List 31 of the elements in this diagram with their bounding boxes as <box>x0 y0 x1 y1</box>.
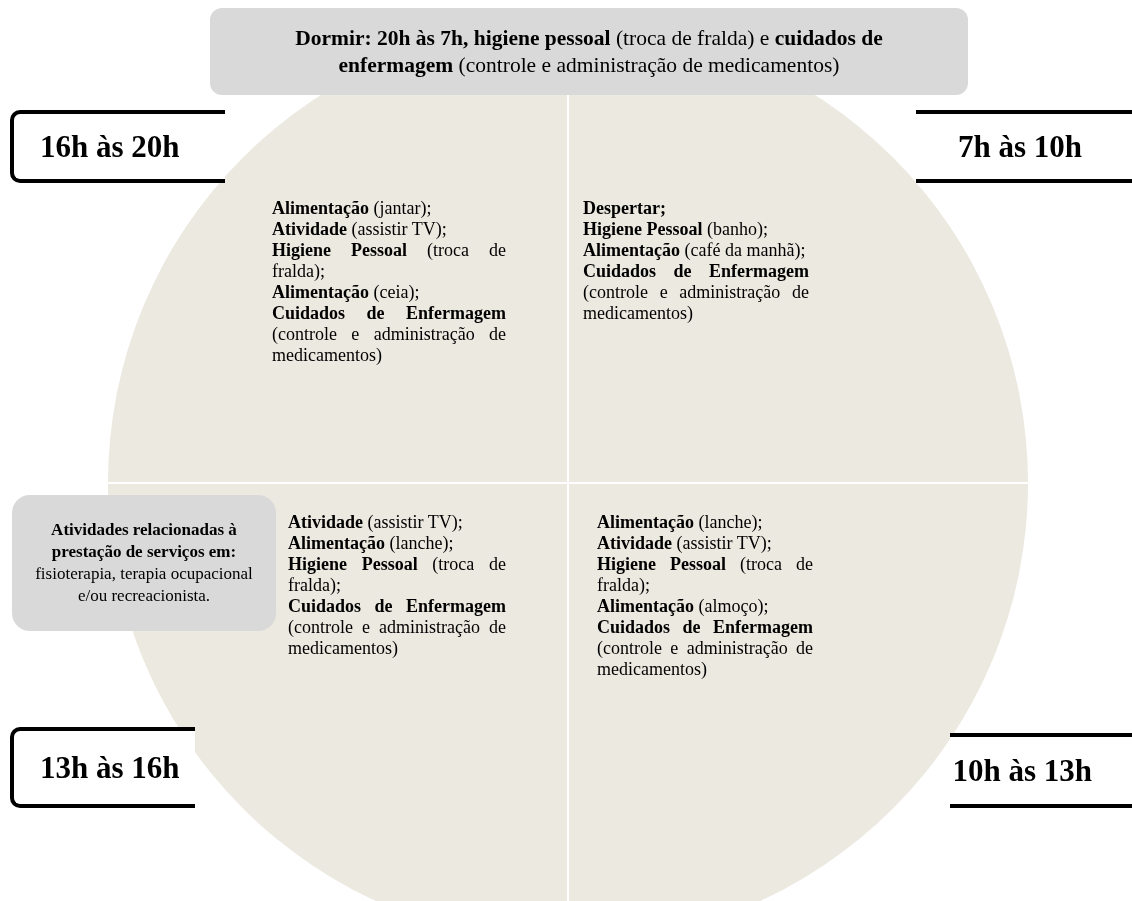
box-text: fisioterapia, terapia ocupacional e/ou recreacionista. <box>34 563 254 607</box>
schedule-item: Cuidados de Enfermagem (controle e administração de medicamentos) <box>597 617 813 680</box>
time-label: 7h às 10h <box>957 128 1082 165</box>
schedule-item: Cuidados de Enfermagem (controle e administração de medicamentos) <box>583 261 809 324</box>
info-box <box>210 8 968 95</box>
time-label: 16h às 20h <box>40 128 180 165</box>
schedule-item: Alimentação (almoço); <box>597 596 770 617</box>
time-band <box>10 110 225 183</box>
time-label: 13h às 16h <box>40 749 180 786</box>
schedule-item: Alimentação (lanche); <box>288 533 455 554</box>
schedule-item: Higiene Pessoal (banho); <box>583 219 769 240</box>
schedule-item: Higiene Pessoal (troca de fralda); <box>272 240 506 282</box>
schedule-item: Atividade (assistir TV); <box>288 512 464 533</box>
schedule-item: Cuidados de Enfermagem (controle e administração de medicamentos) <box>288 596 506 659</box>
schedule-item: Alimentação (ceia); <box>272 282 421 303</box>
schedule-item: Cuidados de Enfermagem (controle e administração de medicamentos) <box>272 303 506 366</box>
time-band <box>950 733 1132 808</box>
info-box <box>12 495 276 631</box>
schedule-item: Atividade (assistir TV); <box>597 533 773 554</box>
schedule-item: Higiene Pessoal (troca de fralda); <box>288 554 506 596</box>
box-heading: Atividades relacionadas à prestação de serviços em: <box>50 519 238 563</box>
time-band <box>916 110 1132 183</box>
time-band <box>10 727 195 808</box>
schedule-item: Alimentação (jantar); <box>272 198 433 219</box>
schedule-item: Despertar; <box>583 198 667 219</box>
schedule-item: Atividade (assistir TV); <box>272 219 448 240</box>
note-text: Dormir: 20h às 7h, higiene pessoal (troca de fralda) e cuidados de enfermagem (controle e administração de medicamentos) <box>294 24 884 79</box>
schedule-item: Higiene Pessoal (troca de fralda); <box>597 554 813 596</box>
schedule-item: Alimentação (lanche); <box>597 512 764 533</box>
schedule-item: Alimentação (café da manhã); <box>583 240 807 261</box>
time-label: 10h às 13h <box>952 752 1092 789</box>
